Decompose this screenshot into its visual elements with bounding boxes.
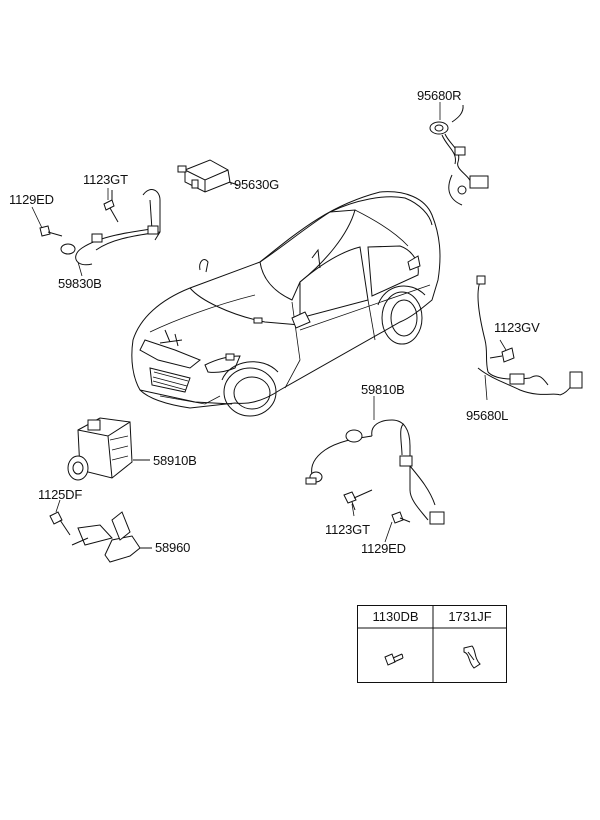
table-header-1130DB: 1130DB bbox=[372, 609, 419, 624]
part-59830B-sensor bbox=[39, 189, 161, 266]
callout-95680L: 95680L bbox=[466, 408, 509, 423]
callout-59830B: 59830B bbox=[58, 276, 102, 291]
part-58960-bracket bbox=[49, 511, 152, 563]
callout-1129ED-bottom: 1129ED bbox=[361, 541, 406, 556]
part-95680L-sensor bbox=[476, 275, 583, 396]
part-1731JF-clip-icon bbox=[463, 645, 481, 669]
vehicle-illustration bbox=[131, 191, 441, 417]
callout-58910B: 58910B bbox=[153, 453, 197, 468]
part-59810B-sensor bbox=[305, 419, 445, 525]
small-parts-table: 1130DB 1731JF bbox=[357, 605, 507, 683]
part-58910B-abs-module bbox=[67, 417, 150, 481]
callout-1123GT-top: 1123GT bbox=[83, 172, 128, 187]
leader-lines bbox=[31, 102, 507, 543]
callout-1129ED-top: 1129ED bbox=[9, 192, 54, 207]
callout-58960: 58960 bbox=[155, 540, 191, 555]
part-1130DB-bolt-icon bbox=[384, 653, 404, 666]
table-header-1731JF: 1731JF bbox=[448, 609, 492, 624]
callout-1123GT-bottom: 1123GT bbox=[325, 522, 370, 537]
table-grid bbox=[358, 606, 506, 682]
callout-1125DF: 1125DF bbox=[38, 487, 83, 502]
callout-95680R: 95680R bbox=[417, 88, 462, 103]
callout-59810B: 59810B bbox=[361, 382, 405, 397]
callout-1123GV: 1123GV bbox=[494, 320, 540, 335]
callout-95630G: 95630G bbox=[234, 177, 280, 192]
part-95630G-sensor bbox=[177, 159, 239, 193]
part-95680R-sensor bbox=[429, 104, 489, 206]
